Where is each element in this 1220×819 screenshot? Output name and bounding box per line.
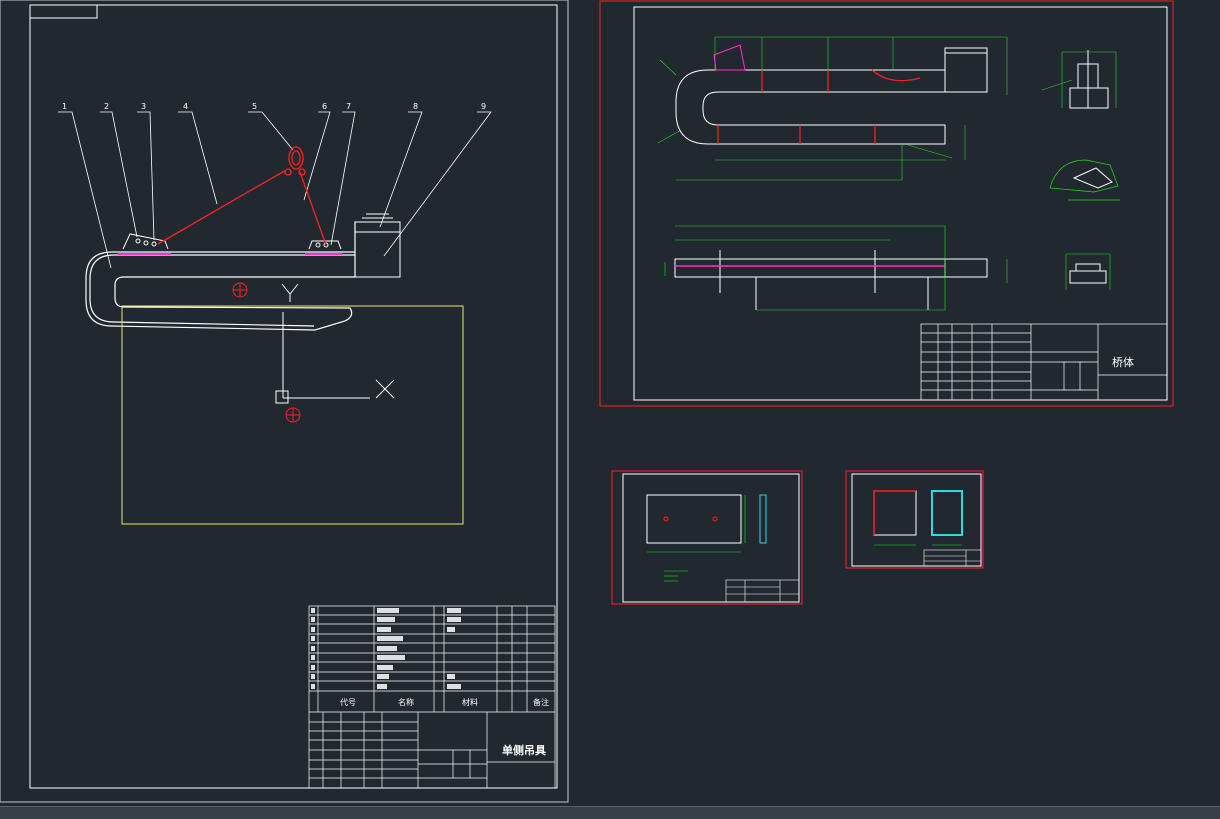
- detail-view-a: [1069, 50, 1109, 109]
- callout-2: 2: [104, 102, 109, 111]
- bridge-title-block: [920, 323, 1168, 401]
- callout-4: 4: [183, 102, 188, 111]
- bridge-top-view: [675, 47, 988, 145]
- plate-part-sheet: [611, 470, 803, 605]
- box-title-block: [923, 549, 982, 567]
- callout-6: 6: [322, 102, 327, 111]
- callout-numbers: 1 2 3 4 5 6 7 8 9: [62, 102, 486, 111]
- lifting-lugs: [122, 233, 342, 250]
- hook-beam: [85, 222, 356, 331]
- leader-lines: [58, 111, 492, 269]
- detail-b-lug: [1072, 167, 1113, 189]
- bridge-body-sheet: 桥体: [599, 0, 1174, 407]
- callout-3: 3: [141, 102, 146, 111]
- yellow-viewport: [121, 305, 464, 525]
- header-code: 代号: [340, 697, 356, 707]
- ucs-icons: [232, 282, 395, 423]
- callout-9: 9: [481, 102, 486, 111]
- lifting-chains: [157, 146, 327, 246]
- status-bar: [0, 806, 1220, 819]
- bridge-side-dims: [664, 225, 1008, 311]
- callout-1: 1: [62, 102, 67, 111]
- bridge-top-dims: [657, 36, 1008, 181]
- detail-view-a-dims: [1041, 51, 1117, 108]
- left-sheet: 1 2 3 4 5 6 7 8 9: [0, 0, 569, 803]
- detail-view-c: [1069, 263, 1107, 284]
- parts-list-table: [308, 605, 556, 789]
- header-name: 名称: [398, 697, 414, 707]
- detail-view-c-dims: [1065, 253, 1111, 290]
- plate-title-block: [725, 579, 800, 603]
- callout-5: 5: [252, 102, 257, 111]
- box-section-sheet: [845, 470, 984, 569]
- header-remark: 备注: [533, 697, 549, 707]
- parts-list-row-marks: [311, 608, 461, 689]
- main-drawing-title: 单侧吊具: [502, 743, 546, 757]
- plate-notes: [664, 570, 688, 582]
- detail-view-b: [1049, 159, 1120, 201]
- parts-list-headers: 代号 名称 材料 备注: [340, 697, 549, 707]
- callout-8: 8: [413, 102, 418, 111]
- header-material: 材料: [462, 697, 478, 707]
- bridge-side-view: [674, 250, 988, 310]
- bridge-top-red-marks: [717, 69, 921, 144]
- counterweight-box: [354, 213, 401, 278]
- bridge-drawing-title: 桥体: [1112, 355, 1134, 369]
- callout-7: 7: [346, 102, 351, 111]
